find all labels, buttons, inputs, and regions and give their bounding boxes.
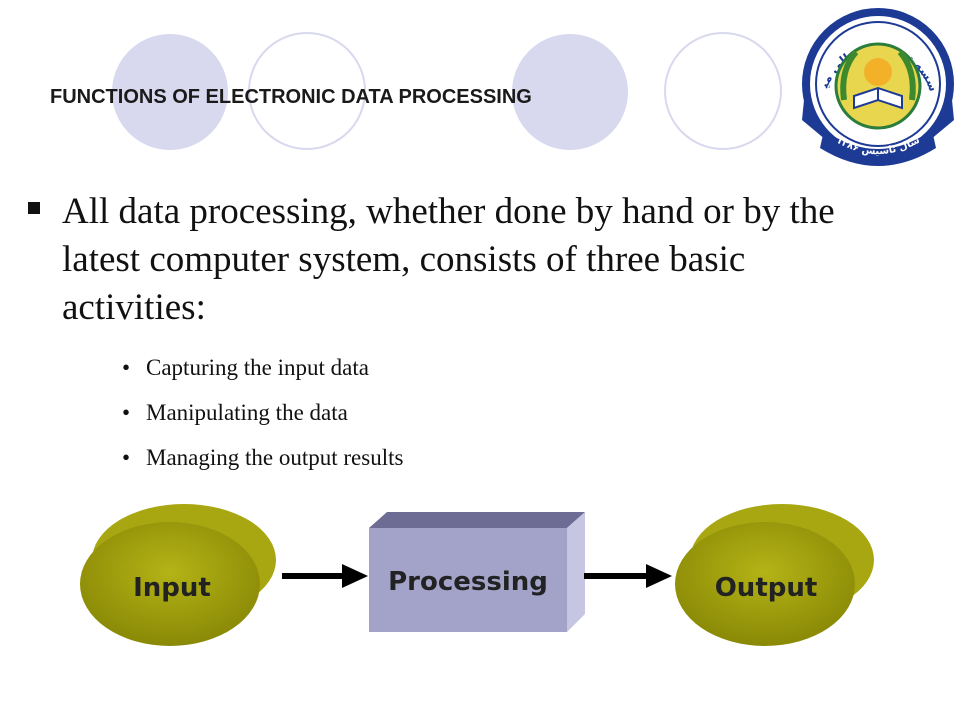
sub-bullet-text: Manipulating the data bbox=[146, 400, 348, 425]
bullet-dot-icon: • bbox=[122, 400, 131, 425]
processing-node: Processing bbox=[369, 512, 585, 632]
output-label: Output bbox=[715, 573, 818, 603]
bullet-dot-icon: • bbox=[122, 445, 131, 470]
sub-bullet-item: • Capturing the input data bbox=[122, 350, 403, 395]
bullet-dot-icon: • bbox=[122, 355, 131, 380]
decor-circle-4 bbox=[664, 32, 782, 150]
processing-label: Processing bbox=[388, 567, 548, 597]
institution-seal-logo: موسسه تحصیلات عالی میوند سال تاسیس ۱۳۸۶ bbox=[796, 0, 954, 166]
main-bullet-text: All data processing, whether done by han… bbox=[62, 191, 835, 328]
arrow-right-icon bbox=[282, 564, 368, 588]
sub-bullet-text: Capturing the input data bbox=[146, 355, 369, 380]
square-bullet-icon bbox=[28, 202, 40, 214]
sub-bullet-item: • Managing the output results bbox=[122, 440, 403, 485]
arrow-right-icon bbox=[584, 564, 672, 588]
decor-circle-1 bbox=[112, 34, 228, 150]
sub-bullet-item: • Manipulating the data bbox=[122, 395, 403, 440]
decor-circle-2 bbox=[248, 32, 366, 150]
ipo-diagram: Input Processing Output bbox=[80, 504, 874, 646]
main-bullet: All data processing, whether done by han… bbox=[28, 188, 888, 332]
input-node: Input bbox=[80, 504, 276, 646]
input-label: Input bbox=[133, 573, 211, 603]
decor-circle-3 bbox=[512, 34, 628, 150]
slide-title: FUNCTIONS OF ELECTRONIC DATA PROCESSING bbox=[50, 86, 532, 108]
output-node: Output bbox=[675, 504, 874, 646]
sub-bullet-text: Managing the output results bbox=[146, 445, 404, 470]
sub-bullet-list: • Capturing the input data • Manipulatin… bbox=[122, 350, 403, 485]
